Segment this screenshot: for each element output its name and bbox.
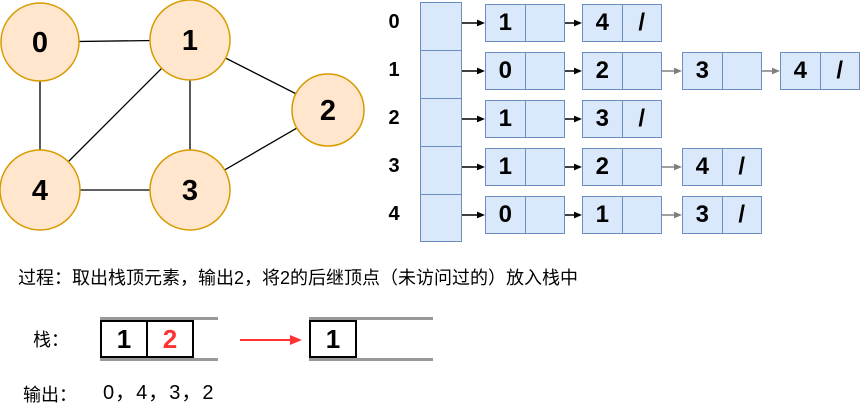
next-pointer-arrow-icon <box>565 211 582 219</box>
head-pointer-arrow-icon <box>462 163 485 171</box>
head-pointer-arrow-icon <box>462 115 485 123</box>
array-cell-divider <box>421 146 461 147</box>
graph-node-0 <box>0 2 80 82</box>
graph-node-1 <box>149 0 231 81</box>
graph: 0 1 2 3 4 <box>0 0 365 231</box>
array-cell-divider <box>421 194 461 195</box>
list-node: 1 <box>485 4 565 42</box>
list-node-value: 3 <box>595 105 609 132</box>
list-node-pointer: / <box>621 101 662 137</box>
array-cell-divider <box>421 50 461 51</box>
output-label: 输出： <box>23 385 77 405</box>
adjacency-row-label-2: 2 <box>388 106 400 129</box>
list-node-pointer <box>524 5 565 41</box>
list-node-pointer: / <box>621 5 662 41</box>
list-node: 1 <box>582 196 662 234</box>
next-pointer-arrow-icon <box>565 163 582 171</box>
list-node-value: 1 <box>595 201 609 228</box>
output-value: 0，4，3，2 <box>103 382 215 404</box>
list-node-pointer <box>621 197 662 233</box>
stack-cell: 1 <box>100 320 148 358</box>
list-node-pointer <box>524 149 565 185</box>
list-node-value: 4 <box>595 9 609 36</box>
graph-node-3 <box>149 149 231 231</box>
head-pointer-arrow-icon <box>462 19 485 27</box>
process-text: 取出栈顶元素，输出2，将2的后继顶点（未访问过的）放入栈中 <box>72 268 579 288</box>
list-node-value: 0 <box>498 57 512 84</box>
list-node-value: 1 <box>498 153 512 180</box>
head-pointer-arrow-icon <box>462 67 485 75</box>
next-pointer-arrow-icon <box>662 163 682 171</box>
adjacency-row-label-0: 0 <box>388 10 400 33</box>
list-node: 1 <box>485 100 565 138</box>
list-node-pointer <box>621 149 662 185</box>
graph-node-label-0: 0 <box>32 27 48 59</box>
next-pointer-arrow-icon <box>662 67 682 75</box>
graph-node-4 <box>0 149 81 231</box>
list-node-value: 1 <box>498 9 512 36</box>
next-pointer-arrow-icon <box>565 115 582 123</box>
list-node: 0 <box>485 196 565 234</box>
next-pointer-arrow-icon <box>762 67 780 75</box>
list-node-value: 1 <box>498 105 512 132</box>
head-pointer-arrow-icon <box>462 211 485 219</box>
adjacency-row-label-1: 1 <box>388 58 400 81</box>
list-node-value: 0 <box>498 201 512 228</box>
list-node-pointer: / <box>721 197 762 233</box>
list-node: 4/ <box>682 148 762 186</box>
list-node: 2 <box>582 148 662 186</box>
graph-node-2 <box>291 73 365 147</box>
list-node: 3/ <box>582 100 662 138</box>
stack-label: 栈： <box>33 330 69 350</box>
list-node-value: 3 <box>695 201 709 228</box>
list-node-pointer: / <box>721 149 762 185</box>
adjacency-array <box>420 2 462 242</box>
array-cell-divider <box>421 98 461 99</box>
graph-node-label-1: 1 <box>182 25 198 57</box>
next-pointer-arrow-icon <box>565 67 582 75</box>
list-node: 1 <box>485 148 565 186</box>
list-node-value: 3 <box>695 57 709 84</box>
list-node: 0 <box>485 52 565 90</box>
stack-after: 1 <box>309 317 433 361</box>
next-pointer-arrow-icon <box>662 211 682 219</box>
list-node: 3/ <box>682 196 762 234</box>
list-node-pointer <box>524 101 565 137</box>
list-node-value: 4 <box>695 153 709 180</box>
graph-node-label-3: 3 <box>182 175 198 207</box>
list-node-value: 4 <box>793 57 807 84</box>
list-node: 4/ <box>780 52 860 90</box>
list-node-value: 2 <box>595 57 609 84</box>
list-node-pointer <box>524 53 565 89</box>
next-pointer-arrow-icon <box>565 19 582 27</box>
process-label: 过程： <box>18 268 72 288</box>
list-node-pointer <box>721 53 762 89</box>
list-node-pointer <box>524 197 565 233</box>
list-node-pointer: / <box>819 53 860 89</box>
stack-cell: 1 <box>309 320 357 358</box>
transition-arrow-icon <box>240 334 302 346</box>
list-node-value: 2 <box>595 153 609 180</box>
list-node: 3 <box>682 52 762 90</box>
list-node: 4/ <box>582 4 662 42</box>
list-node-pointer <box>621 53 662 89</box>
graph-node-label-4: 4 <box>32 175 48 207</box>
list-node: 2 <box>582 52 662 90</box>
adjacency-row-label-3: 3 <box>388 154 400 177</box>
graph-node-label-2: 2 <box>320 95 336 127</box>
stack-cell: 2 <box>146 320 194 358</box>
adjacency-row-label-4: 4 <box>388 202 400 225</box>
